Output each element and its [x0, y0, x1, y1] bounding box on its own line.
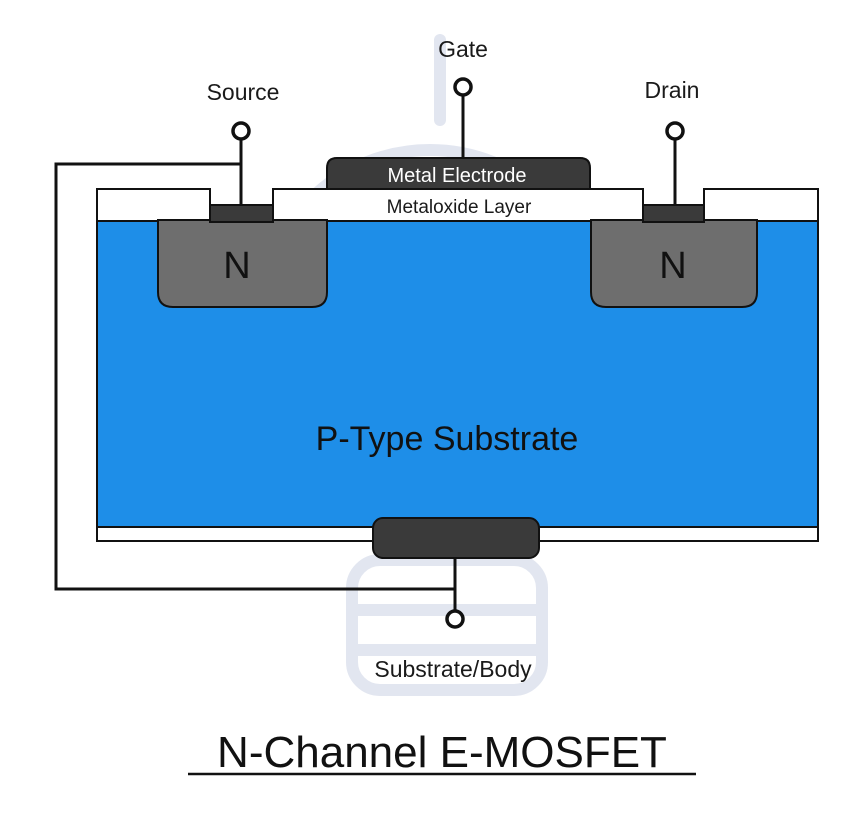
body-contact [372, 517, 540, 559]
metaloxide-layer-label: Metaloxide Layer [387, 197, 532, 218]
substrate-label: P-Type Substrate [316, 420, 579, 458]
source-contact [209, 204, 274, 223]
drain-contact [642, 204, 705, 223]
drain-n-label: N [659, 245, 686, 287]
gate-terminal-icon [453, 77, 473, 97]
metal-electrode-label: Metal Electrode [388, 165, 527, 187]
drain-n-region [590, 219, 758, 308]
diagram-title: N-Channel E-MOSFET [217, 728, 667, 777]
drain-terminal-icon [665, 121, 685, 141]
drain-label: Drain [645, 77, 700, 103]
wires [54, 95, 677, 611]
gate-label: Gate [438, 36, 488, 62]
metal-electrode [326, 157, 591, 190]
source-n-label: N [223, 245, 250, 287]
source-label: Source [207, 79, 280, 105]
terminals [231, 77, 685, 629]
body-label: Substrate/Body [374, 656, 532, 682]
source-terminal-icon [231, 121, 251, 141]
body-terminal-icon [445, 609, 465, 629]
source-n-region [157, 219, 328, 308]
